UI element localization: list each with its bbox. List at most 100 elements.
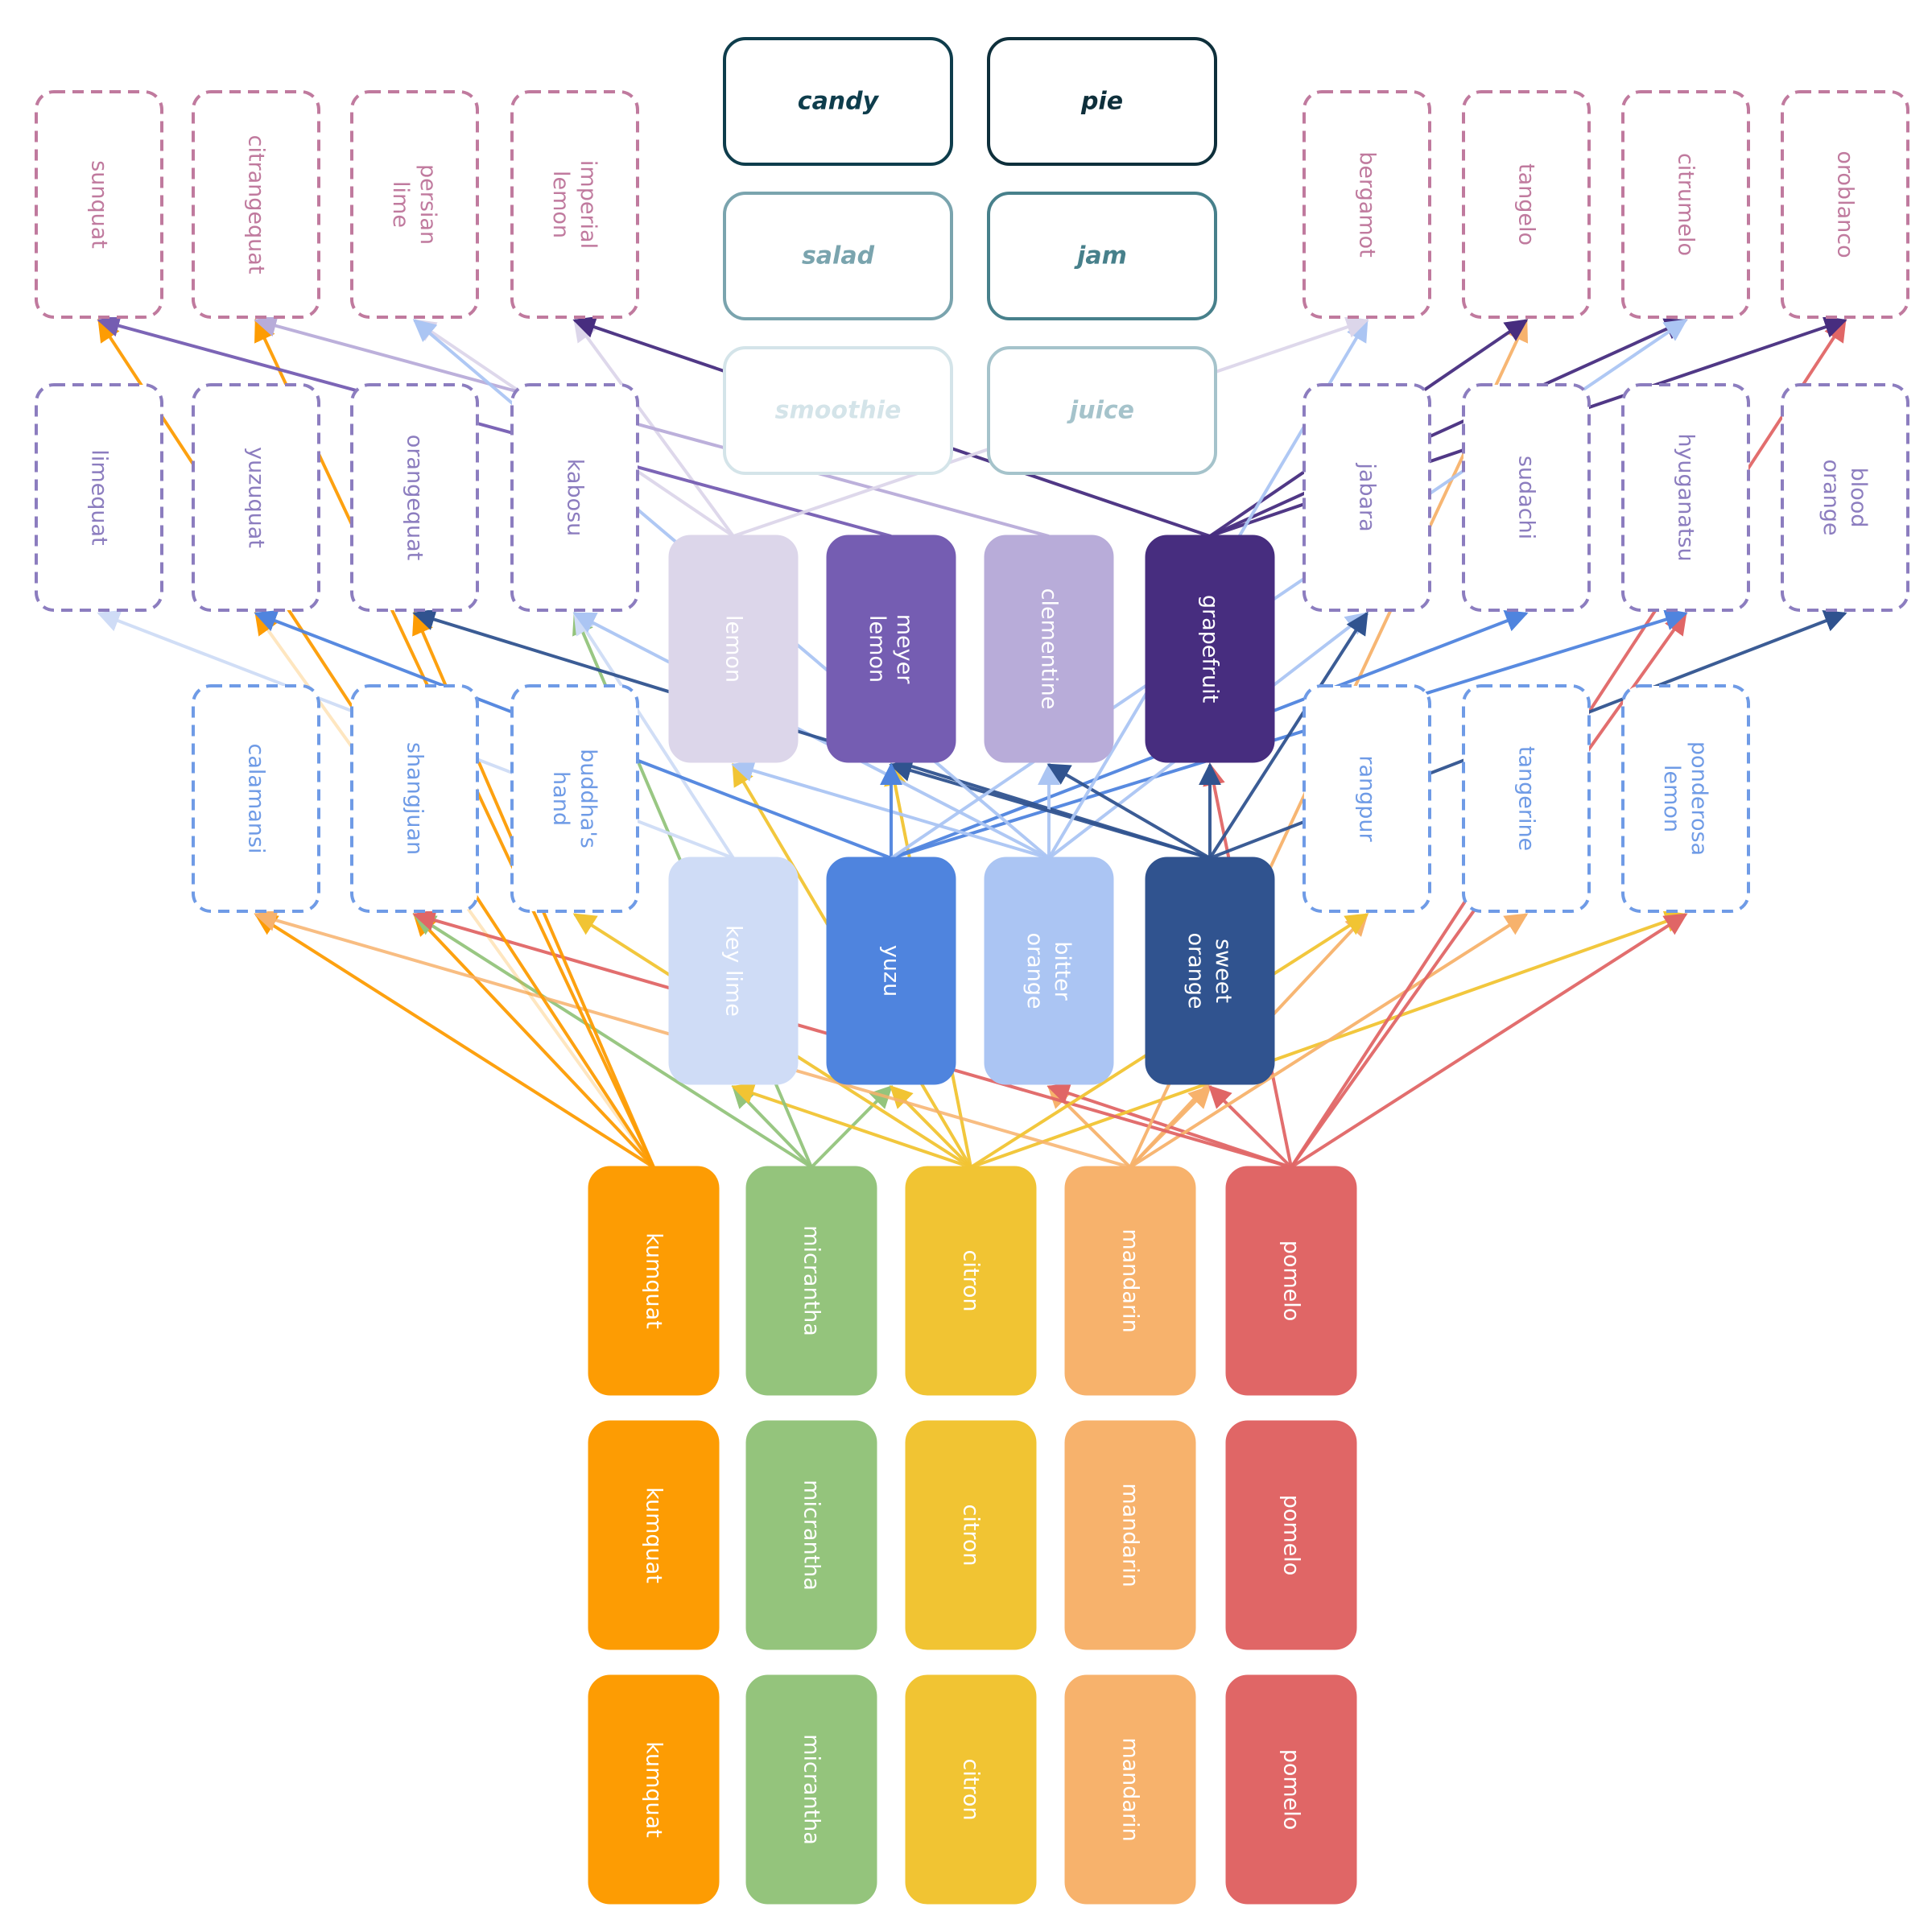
node-grapefruit-label: grapefruit bbox=[1198, 595, 1223, 703]
node-buddha-s-hand[interactable]: buddha'shand bbox=[510, 684, 639, 913]
node-micrantha-box bbox=[745, 1166, 877, 1396]
node-clementine-label: clementine bbox=[1037, 588, 1062, 710]
node-oroblanco[interactable]: oroblanco bbox=[1781, 90, 1909, 319]
node-yuzu[interactable]: yuzu bbox=[826, 857, 956, 1085]
node-persian-lime-box bbox=[350, 90, 479, 319]
node-imperial-lemon[interactable]: imperiallemon bbox=[510, 90, 639, 319]
node-key-lime[interactable]: key lime bbox=[668, 857, 799, 1085]
node-sunquat-box bbox=[35, 90, 163, 319]
edge-2 bbox=[731, 1082, 972, 1169]
product-smoothie[interactable]: smoothie bbox=[723, 346, 953, 475]
node-rangpur[interactable]: rangpur bbox=[1302, 684, 1431, 913]
product-juice[interactable]: juice bbox=[987, 346, 1217, 475]
node-hyuganatsu-label: hyuganatsu bbox=[1674, 433, 1699, 561]
node-yuzuquat[interactable]: yuzuquat bbox=[192, 383, 320, 612]
node-hyuganatsu-box bbox=[1621, 383, 1750, 612]
node-tangerine-box bbox=[1462, 684, 1591, 913]
node-mandarin[interactable]: mandarin bbox=[1064, 1674, 1196, 1905]
node-bitter-orange[interactable]: bitterorange bbox=[984, 857, 1114, 1085]
node-citron[interactable]: citron bbox=[905, 1166, 1037, 1396]
node-sudachi[interactable]: sudachi bbox=[1462, 383, 1591, 612]
node-yuzuquat-box bbox=[192, 383, 320, 612]
node-kumquat[interactable]: kumquat bbox=[588, 1674, 720, 1905]
node-jabara-box bbox=[1302, 383, 1431, 612]
edge-20 bbox=[1290, 913, 1688, 1169]
edge-11 bbox=[254, 913, 655, 1169]
node-mandarin-label: mandarin bbox=[1118, 1737, 1143, 1841]
node-sudachi-label: sudachi bbox=[1514, 456, 1539, 539]
node-bergamot[interactable]: bergamot bbox=[1302, 90, 1431, 319]
node-imperial-lemon-box bbox=[510, 90, 639, 319]
node-persian-lime[interactable]: persianlime bbox=[350, 90, 479, 319]
node-mandarin[interactable]: mandarin bbox=[1064, 1420, 1196, 1650]
node-mandarin[interactable]: mandarin bbox=[1064, 1166, 1196, 1396]
product-jam-label: jam bbox=[1074, 242, 1127, 270]
node-citrangequat[interactable]: citrangequat bbox=[192, 90, 320, 319]
node-tangerine-label: tangerine bbox=[1514, 746, 1539, 851]
node-shangjuan[interactable]: shangjuan bbox=[350, 684, 479, 913]
edge-3 bbox=[890, 1085, 972, 1169]
edge-12 bbox=[413, 912, 655, 1169]
node-pomelo-label: pomelo bbox=[1279, 1749, 1304, 1831]
node-micrantha[interactable]: micrantha bbox=[745, 1166, 877, 1396]
node-ponderosa-lemon[interactable]: ponderosalemon bbox=[1621, 684, 1750, 913]
node-calamansi[interactable]: calamansi bbox=[192, 684, 320, 913]
edge-42 bbox=[889, 759, 1211, 860]
node-sunquat[interactable]: sunquat bbox=[35, 90, 163, 319]
node-blood-orange[interactable]: bloodorange bbox=[1781, 383, 1909, 612]
node-grapefruit[interactable]: grapefruit bbox=[1145, 535, 1275, 763]
node-limequat[interactable]: limequat bbox=[35, 383, 163, 612]
node-limequat-label: limequat bbox=[87, 449, 112, 545]
node-kumquat[interactable]: kumquat bbox=[588, 1420, 720, 1650]
node-micrantha-label: micrantha bbox=[799, 1225, 824, 1336]
node-micrantha-box bbox=[745, 1420, 877, 1650]
edge-43 bbox=[1046, 763, 1212, 860]
product-salad[interactable]: salad bbox=[723, 192, 953, 320]
node-tangelo[interactable]: tangelo bbox=[1462, 90, 1591, 319]
node-kumquat[interactable]: kumquat bbox=[588, 1166, 720, 1396]
node-tangerine[interactable]: tangerine bbox=[1462, 684, 1591, 913]
node-clementine-box bbox=[984, 535, 1114, 763]
node-pomelo-box bbox=[1225, 1674, 1357, 1905]
node-kabosu-box bbox=[510, 383, 639, 612]
node-mandarin-box bbox=[1064, 1420, 1196, 1650]
node-blood-orange-label: bloodorange bbox=[1819, 459, 1872, 535]
product-juice-label: juice bbox=[1067, 397, 1134, 425]
node-micrantha[interactable]: micrantha bbox=[745, 1674, 877, 1905]
node-citrangequat-box bbox=[192, 90, 320, 319]
node-shangjuan-box bbox=[350, 684, 479, 913]
node-mandarin-box bbox=[1064, 1674, 1196, 1905]
node-citron[interactable]: citron bbox=[905, 1420, 1037, 1650]
node-buddha-s-hand-box bbox=[510, 684, 639, 913]
node-tangelo-label: tangelo bbox=[1514, 163, 1539, 246]
product-smoothie-box bbox=[723, 346, 953, 475]
node-pomelo[interactable]: pomelo bbox=[1225, 1420, 1357, 1650]
edge-9 bbox=[1208, 1085, 1293, 1169]
product-pie[interactable]: pie bbox=[987, 37, 1217, 166]
node-kabosu[interactable]: kabosu bbox=[510, 383, 639, 612]
node-hyuganatsu[interactable]: hyuganatsu bbox=[1621, 383, 1750, 612]
node-ponderosa-lemon-label: ponderosalemon bbox=[1660, 741, 1712, 856]
product-candy[interactable]: candy bbox=[723, 37, 953, 166]
node-citrumelo[interactable]: citrumelo bbox=[1621, 90, 1750, 319]
node-yuzu-box bbox=[826, 857, 956, 1085]
node-sweet-orange[interactable]: sweetorange bbox=[1145, 857, 1275, 1085]
product-pie-box bbox=[987, 37, 1217, 166]
node-citron[interactable]: citron bbox=[905, 1674, 1037, 1905]
node-mandarin-label: mandarin bbox=[1118, 1483, 1143, 1587]
product-salad-label: salad bbox=[802, 242, 875, 270]
node-meyer-lemon[interactable]: meyerlemon bbox=[826, 535, 956, 763]
node-orangequat[interactable]: orangequat bbox=[350, 383, 479, 612]
node-clementine[interactable]: clementine bbox=[984, 535, 1114, 763]
node-persian-lime-label: persianlime bbox=[389, 164, 441, 245]
node-pomelo[interactable]: pomelo bbox=[1225, 1674, 1357, 1905]
node-micrantha-label: micrantha bbox=[799, 1734, 824, 1845]
product-jam[interactable]: jam bbox=[987, 192, 1217, 320]
node-jabara[interactable]: jabara bbox=[1302, 383, 1431, 612]
node-micrantha[interactable]: micrantha bbox=[745, 1420, 877, 1650]
node-pomelo[interactable]: pomelo bbox=[1225, 1166, 1357, 1396]
node-lemon[interactable]: lemon bbox=[668, 535, 799, 763]
node-sweet-orange-box bbox=[1145, 857, 1275, 1085]
